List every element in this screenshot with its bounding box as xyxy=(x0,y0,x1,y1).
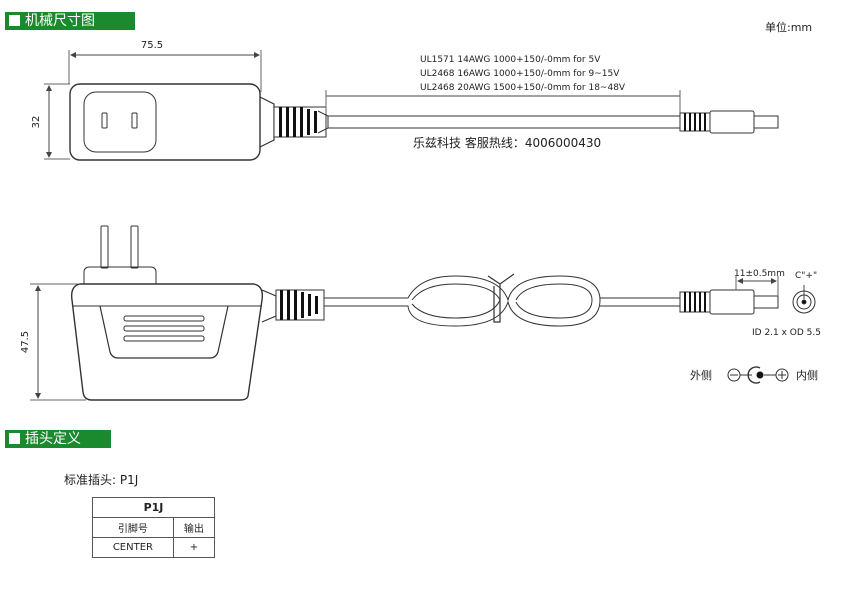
inner-label: 内侧 xyxy=(796,368,818,382)
cable-loop-inner-left xyxy=(411,283,501,319)
square-icon xyxy=(9,433,20,444)
cable-spec-line: UL1571 14AWG 1000+150/-0mm for 5V xyxy=(420,55,601,65)
vent-slots xyxy=(123,315,205,342)
outer-label: 外侧 xyxy=(690,369,712,382)
section-header-plug: 插头定义 xyxy=(5,430,111,448)
strain-relief-base xyxy=(259,96,275,148)
section-title: 机械尺寸图 xyxy=(25,13,95,29)
table-cell: + xyxy=(172,537,216,558)
section-title: 插头定义 xyxy=(25,431,81,447)
adapter-body xyxy=(69,83,261,161)
table-header-row: 引脚号 输出 xyxy=(92,517,216,538)
polarity-symbol xyxy=(727,366,789,384)
pin-definition-table: P1J 引脚号 输出 CENTER + xyxy=(92,497,216,558)
dc-plug-body xyxy=(709,289,755,315)
front-panel xyxy=(99,305,229,359)
cable-loop-outer xyxy=(324,275,601,327)
prong-base xyxy=(83,266,157,284)
id-od-label: ID 2.1 x OD 5.5 xyxy=(752,328,821,338)
dc-plug-body xyxy=(709,110,755,134)
cable-spec-line: UL2468 20AWG 1500+150/-0mm for 18~48V xyxy=(420,83,626,93)
plug-length-label: 11±0.5mm xyxy=(734,269,785,279)
section-header-mechanical: 机械尺寸图 xyxy=(5,12,135,30)
cable-loop-inner-right xyxy=(515,283,593,319)
plug-prong xyxy=(130,225,139,269)
table-cell: CENTER xyxy=(92,537,174,558)
height-dim-label: 32 xyxy=(31,116,42,129)
socket-outline xyxy=(83,91,157,153)
plug-type-label: 标准插头: P1J xyxy=(64,473,139,487)
table-title: P1J xyxy=(92,497,215,518)
side-height-dim-label: 47.5 xyxy=(20,331,31,353)
plug-prong xyxy=(100,225,109,269)
pin-slot xyxy=(131,112,138,129)
dc-plug-barrel xyxy=(753,115,779,129)
column-header: 输出 xyxy=(172,517,216,538)
center-polarity-label: C"+" xyxy=(795,271,817,281)
column-header: 引脚号 xyxy=(92,517,174,538)
top-view xyxy=(44,50,779,161)
adapter-side-body xyxy=(70,283,264,401)
twist-tie xyxy=(487,273,515,323)
pin-slot xyxy=(101,112,108,129)
unit-label: 单位:mm xyxy=(765,21,813,34)
cable-spec-line: UL2468 16AWG 1000+150/-0mm for 9~15V xyxy=(420,69,620,79)
square-icon xyxy=(9,15,20,26)
table-row: CENTER + xyxy=(92,537,216,558)
dc-plug-barrel xyxy=(753,295,779,309)
side-view xyxy=(30,225,816,401)
width-dim-label: 75.5 xyxy=(141,40,163,51)
strain-relief-tip xyxy=(317,110,329,134)
hotline-text: 乐兹科技 客服热线：4006000430 xyxy=(413,135,601,150)
